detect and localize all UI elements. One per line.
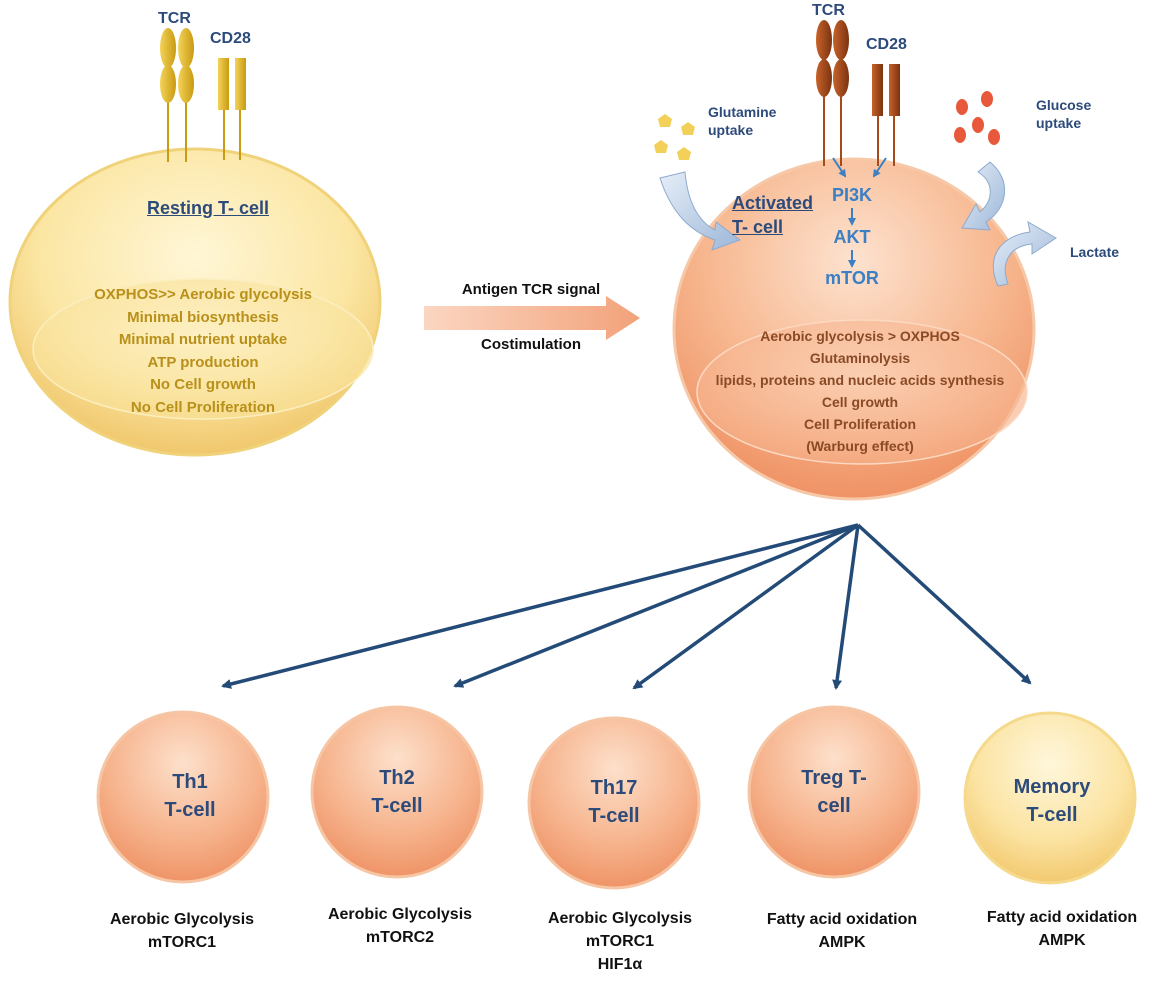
subset-title-line: T-cell bbox=[588, 805, 640, 827]
differentiation-arrows bbox=[221, 523, 1032, 690]
activated-cell-description: Aerobic glycolysis > OXPHOS Glutaminolys… bbox=[716, 325, 1005, 457]
resting-cell bbox=[8, 147, 382, 457]
activated-cell-inner bbox=[696, 319, 1028, 465]
memory-title: Memory T-cell bbox=[1014, 773, 1091, 829]
th2-caption: Aerobic Glycolysis mTORC2 bbox=[328, 903, 472, 949]
pi3k-label: PI3K bbox=[831, 185, 873, 205]
lactate-arrow bbox=[992, 221, 1057, 287]
activated-cd28-label: CD28 bbox=[866, 36, 907, 53]
treg-cell bbox=[747, 705, 921, 879]
caption-line: Aerobic Glycolysis bbox=[327, 906, 473, 923]
activated-line: Glutaminolysis bbox=[809, 350, 911, 366]
treg-title: Treg T- cell bbox=[801, 764, 867, 820]
th17-caption: Aerobic Glycolysis mTORC1 HIF1α bbox=[548, 907, 692, 976]
activated-title-line: Activated bbox=[732, 193, 814, 213]
arrow-to-th17 bbox=[632, 523, 860, 690]
subset-title-line: Memory bbox=[1013, 776, 1091, 798]
mtor-label: mTOR bbox=[825, 268, 879, 288]
caption-line: mTORC2 bbox=[365, 929, 435, 946]
resting-line: No Cell Proliferation bbox=[130, 398, 276, 416]
glutamine-molecules bbox=[654, 114, 695, 160]
glucose-molecules bbox=[954, 91, 1000, 145]
lactate-label: Lactate bbox=[1070, 244, 1120, 260]
activated-line: Cell Proliferation bbox=[803, 416, 917, 432]
activated-cd28-receptor bbox=[872, 64, 900, 166]
glutamine-label-line: uptake bbox=[708, 122, 754, 138]
resting-line: No Cell growth bbox=[150, 376, 256, 393]
caption-line: mTORC1 bbox=[147, 934, 217, 951]
signal-bottom-label: Costimulation bbox=[481, 336, 581, 353]
resting-cell-inner bbox=[32, 278, 374, 420]
resting-cell-description: OXPHOS>> Aerobic glycolysis Minimal bios… bbox=[94, 284, 312, 419]
th17-title: Th17 T-cell bbox=[588, 774, 639, 830]
glucose-uptake-label: Glucose uptake bbox=[1036, 96, 1091, 132]
activated-cell bbox=[672, 157, 1036, 501]
signal-arrow bbox=[424, 296, 640, 340]
subset-title-line: T-cell bbox=[1026, 804, 1078, 826]
subset-title-line: Th17 bbox=[590, 777, 638, 799]
th1-title: Th1 T-cell bbox=[164, 768, 215, 824]
caption-line: Aerobic Glycolysis bbox=[109, 911, 255, 928]
arrow-to-memory bbox=[856, 523, 1032, 685]
glucose-label-line: Glucose bbox=[1036, 97, 1092, 113]
subset-title-line: cell bbox=[817, 795, 851, 817]
activated-line: Cell growth bbox=[821, 394, 899, 410]
subset-title-line: T-cell bbox=[164, 799, 216, 821]
th1-cell bbox=[96, 710, 270, 884]
glutamine-uptake-label: Glutamine uptake bbox=[708, 103, 776, 139]
cd28-to-pi3k-arrow bbox=[872, 157, 887, 178]
resting-tcr-label: TCR bbox=[158, 10, 191, 27]
memory-cell bbox=[963, 711, 1137, 885]
subset-title-line: T-cell bbox=[371, 795, 423, 817]
activated-line: (Warburg effect) bbox=[806, 438, 914, 454]
tcr-to-pi3k-arrow bbox=[832, 157, 847, 178]
glucose-uptake-arrow bbox=[961, 161, 1005, 231]
caption-line: mTORC1 bbox=[585, 933, 655, 950]
signal-top-label: Antigen TCR signal bbox=[461, 281, 601, 298]
resting-cd28-receptor bbox=[218, 58, 246, 160]
caption-line: Fatty acid oxidation bbox=[766, 911, 918, 928]
activated-tcr-label: TCR bbox=[812, 2, 845, 19]
akt-label: AKT bbox=[833, 227, 871, 247]
subset-title-line: Th2 bbox=[379, 767, 415, 789]
th2-title: Th2 T-cell bbox=[371, 764, 422, 820]
resting-tcr-receptor bbox=[160, 28, 194, 162]
subset-title-line: Th1 bbox=[172, 771, 208, 793]
resting-cd28-label: CD28 bbox=[210, 30, 251, 47]
activated-cell-title: Activated T- cell bbox=[732, 191, 813, 239]
resting-line: Minimal biosynthesis bbox=[127, 308, 279, 326]
resting-cell-title: Resting T- cell bbox=[146, 198, 270, 218]
activated-line: Aerobic glycolysis > OXPHOS bbox=[760, 328, 960, 344]
th2-cell bbox=[310, 705, 484, 879]
glucose-label-line: uptake bbox=[1036, 115, 1082, 131]
caption-line: HIF1α bbox=[597, 956, 643, 973]
arrow-to-treg bbox=[832, 524, 860, 690]
caption-line: AMPK bbox=[818, 934, 866, 951]
glutamine-label-line: Glutamine bbox=[708, 104, 777, 120]
arrow-to-th1 bbox=[221, 523, 859, 689]
glutamine-uptake-arrow bbox=[659, 171, 742, 251]
resting-line: Minimal nutrient uptake bbox=[118, 331, 288, 348]
activated-title-line: T- cell bbox=[732, 217, 784, 237]
resting-line: ATP production bbox=[147, 353, 259, 371]
activated-line: lipids, proteins and nucleic acids synth… bbox=[715, 372, 1005, 388]
th17-cell bbox=[527, 716, 701, 890]
treg-caption: Fatty acid oxidation AMPK bbox=[767, 908, 917, 954]
activated-tcr-receptor bbox=[816, 20, 849, 166]
caption-line: AMPK bbox=[1038, 932, 1086, 949]
arrow-to-th2 bbox=[453, 523, 859, 688]
subset-title-line: Treg T- bbox=[801, 767, 867, 789]
memory-caption: Fatty acid oxidation AMPK bbox=[987, 906, 1137, 952]
caption-line: Fatty acid oxidation bbox=[986, 909, 1138, 926]
resting-line: OXPHOS>> Aerobic glycolysis bbox=[94, 286, 312, 303]
caption-line: Aerobic Glycolysis bbox=[547, 910, 693, 927]
th1-caption: Aerobic Glycolysis mTORC1 bbox=[110, 908, 254, 954]
